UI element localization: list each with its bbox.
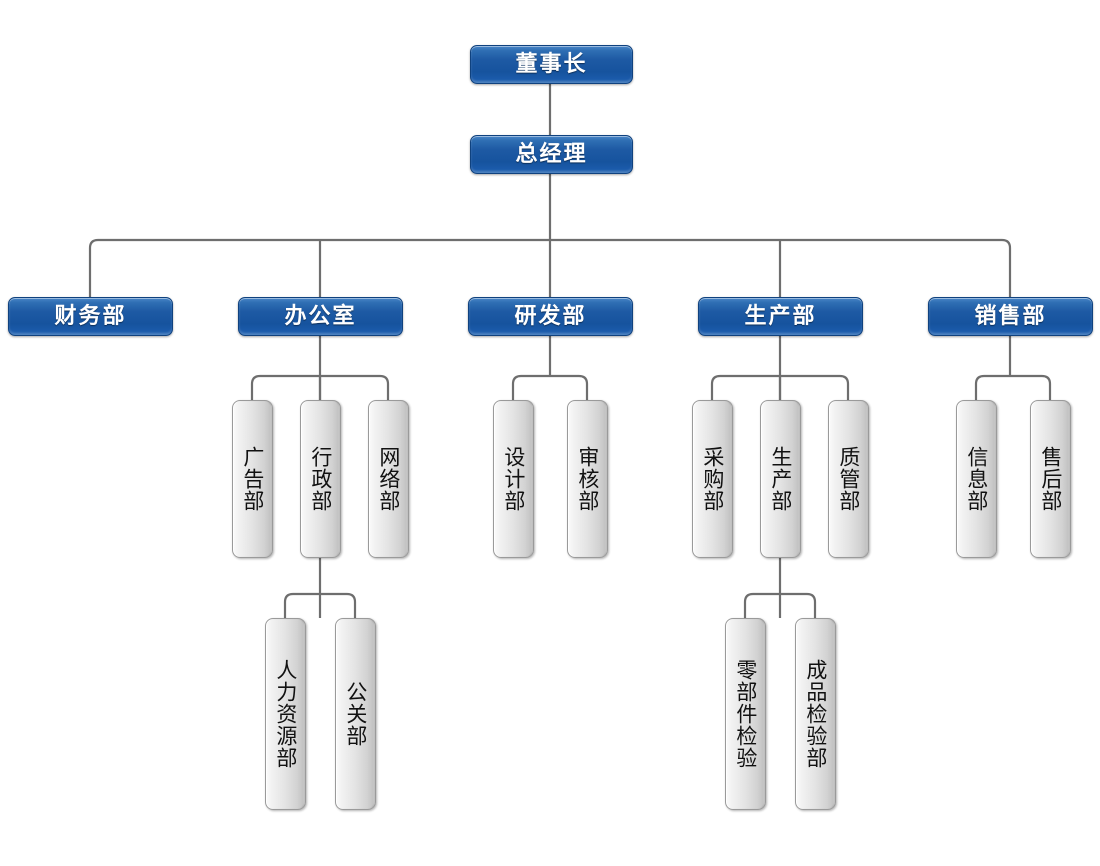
node-parts-inspection-label: 零部件检验 xyxy=(733,659,758,769)
node-network-label: 网络部 xyxy=(376,446,401,512)
node-sales-label: 销售部 xyxy=(974,303,1047,329)
connector-office-bus xyxy=(250,374,390,400)
node-administration-label: 行政部 xyxy=(308,446,333,512)
node-manufacturing[interactable]: 生产部 xyxy=(760,400,801,558)
node-hr[interactable]: 人力资源部 xyxy=(265,618,306,810)
node-design-label: 设计部 xyxy=(501,446,526,512)
node-finance-label: 财务部 xyxy=(54,303,127,329)
node-product-inspection[interactable]: 成品检验部 xyxy=(795,618,836,810)
node-rnd[interactable]: 研发部 xyxy=(468,297,633,336)
node-advertising[interactable]: 广告部 xyxy=(232,400,273,558)
node-sales[interactable]: 销售部 xyxy=(928,297,1093,336)
node-quality-label: 质管部 xyxy=(836,446,861,512)
node-office-label: 办公室 xyxy=(284,303,357,329)
connector-admin-bus xyxy=(283,592,357,618)
node-aftersales-label: 售后部 xyxy=(1038,446,1063,512)
node-finance[interactable]: 财务部 xyxy=(8,297,173,336)
connector-sales-bus xyxy=(974,374,1052,400)
node-advertising-label: 广告部 xyxy=(240,446,265,512)
connector-rnd-bus xyxy=(511,374,589,400)
node-parts-inspection[interactable]: 零部件检验 xyxy=(725,618,766,810)
node-production[interactable]: 生产部 xyxy=(698,297,863,336)
node-chairman[interactable]: 董事长 xyxy=(470,45,633,84)
node-production-label: 生产部 xyxy=(744,303,817,329)
connector-mfg-bus xyxy=(743,592,817,618)
node-review[interactable]: 审核部 xyxy=(567,400,608,558)
node-hr-label: 人力资源部 xyxy=(273,659,298,769)
connector-level3-bus xyxy=(88,238,1012,297)
node-network[interactable]: 网络部 xyxy=(368,400,409,558)
node-purchasing-label: 采购部 xyxy=(700,446,725,512)
node-rnd-label: 研发部 xyxy=(514,303,587,329)
node-purchasing[interactable]: 采购部 xyxy=(692,400,733,558)
node-general-manager[interactable]: 总经理 xyxy=(470,135,633,174)
node-administration[interactable]: 行政部 xyxy=(300,400,341,558)
node-manufacturing-label: 生产部 xyxy=(768,446,793,512)
node-general-manager-label: 总经理 xyxy=(515,141,588,167)
node-design[interactable]: 设计部 xyxy=(493,400,534,558)
node-information-label: 信息部 xyxy=(964,446,989,512)
node-aftersales[interactable]: 售后部 xyxy=(1030,400,1071,558)
node-review-label: 审核部 xyxy=(575,446,600,512)
node-quality[interactable]: 质管部 xyxy=(828,400,869,558)
node-information[interactable]: 信息部 xyxy=(956,400,997,558)
connector-production-bus xyxy=(710,374,850,400)
node-pr-label: 公关部 xyxy=(343,681,368,747)
node-product-inspection-label: 成品检验部 xyxy=(803,659,828,769)
node-pr[interactable]: 公关部 xyxy=(335,618,376,810)
node-office[interactable]: 办公室 xyxy=(238,297,403,336)
node-chairman-label: 董事长 xyxy=(515,51,588,77)
